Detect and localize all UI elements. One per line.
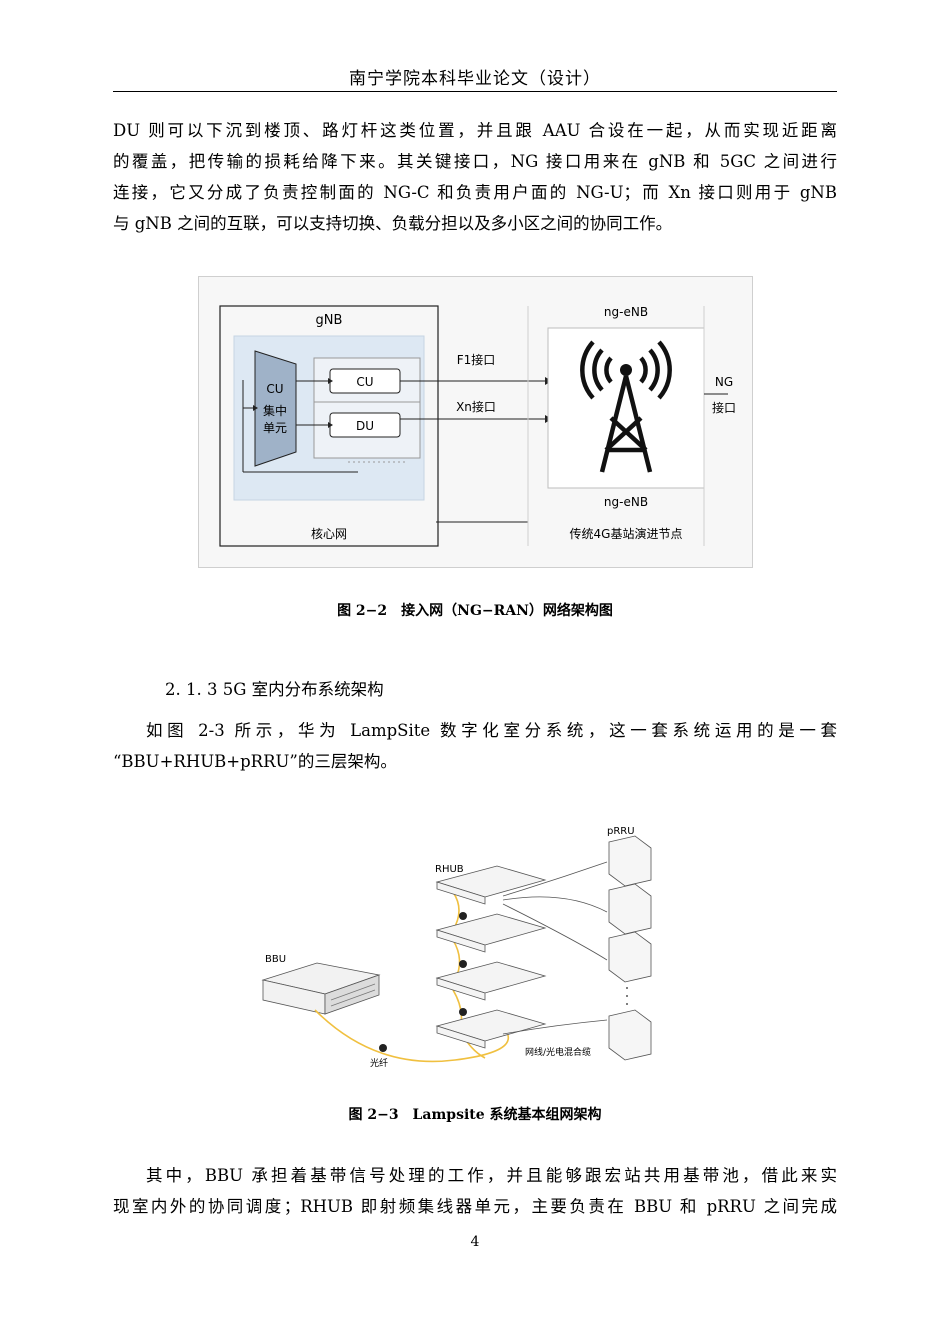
ng-ran-architecture-figure: gNB CU 集中 单元 CU DU 核心网 F1接口 Xn接口 ng-eNB … [198, 276, 753, 568]
header-rule [113, 91, 837, 92]
paragraph-2-line: 如图 2-3 所示，华为 LampSite 数字化室分系统，这一套系统运用的是一… [146, 721, 837, 740]
cable-label: 网线/光电混合缆 [525, 1046, 591, 1058]
figure-2-3-caption: 图 2−3 Lampsite 系统基本组网架构 [348, 1107, 602, 1123]
rhub-device-icon [435, 865, 547, 1049]
paragraph-3: 其中，BBU 承担着基带信号处理的工作，并且能够跟宏站共用基带池，借此来实 现室… [113, 1160, 837, 1222]
antenna-tower-icon [580, 340, 672, 473]
figure-2-2-caption: 图 2−2 接入网（NG−RAN）网络架构图 [337, 603, 613, 619]
paragraph-3-line: 现室内外的协同调度；RHUB 即射频集线器单元，主要负责在 BBU 和 pRRU… [113, 1197, 837, 1216]
lampsite-network-figure: BBU 光纤 RHUB 网线/光电混合缆 pRRU [261, 826, 652, 1069]
f1-interface-label: F1接口 [457, 352, 496, 367]
paragraph-3-line: 其中，BBU 承担着基带信号处理的工作，并且能够跟宏站共用基带池，借此来实 [146, 1166, 837, 1185]
ng-enb-bottom-label: ng-eNB [604, 495, 648, 509]
prru-label: pRRU [607, 826, 635, 837]
fiber-label: 光纤 [370, 1057, 388, 1069]
paragraph-2: 如图 2-3 所示，华为 LampSite 数字化室分系统，这一套系统运用的是一… [113, 715, 837, 777]
bbu-device-icon [261, 962, 381, 1015]
paragraph-1-line: 的覆盖，把传输的损耗给降下来。其关键接口，NG 接口用来在 gNB 和 5GC … [113, 152, 837, 171]
prru-device-icon [608, 835, 652, 1061]
evolved-node-label: 传统4G基站演进节点 [570, 526, 683, 541]
gnb-label: gNB [316, 313, 343, 328]
xn-interface-label: Xn接口 [456, 399, 496, 414]
ng-label-line2: 接口 [712, 400, 736, 415]
paragraph-1-line: 与 gNB 之间的互联，可以支持切换、负载分担以及多小区之间的协同工作。 [113, 214, 673, 233]
cu-unit-line2: 单元 [263, 421, 287, 435]
bbu-label: BBU [265, 954, 286, 965]
rhub-label: RHUB [435, 864, 464, 875]
section-heading: 2. 1. 3 5G 室内分布系统架构 [165, 680, 384, 699]
ng-enb-top-label: ng-eNB [604, 305, 648, 319]
paragraph-1: DU 则可以下沉到楼顶、路灯杆这类位置，并且跟 AAU 合设在一起，从而实现近距… [113, 115, 837, 239]
ng-label-line1: NG [715, 375, 733, 389]
paragraph-1-line: 连接，它又分成了负责控制面的 NG-C 和负责用户面的 NG-U；而 Xn 接口… [113, 183, 837, 202]
du-box-label: DU [356, 419, 374, 433]
cu-box-label: CU [356, 375, 373, 389]
paragraph-2-line: “BBU+RHUB+pRRU”的三层架构。 [113, 752, 397, 771]
page-number: 4 [470, 1234, 480, 1250]
cu-unit-line1: 集中 [263, 403, 287, 418]
core-network-label: 核心网 [311, 527, 347, 541]
paragraph-1-line: DU 则可以下沉到楼顶、路灯杆这类位置，并且跟 AAU 合设在一起，从而实现近距… [113, 121, 837, 140]
cu-trapezoid-label: CU [266, 382, 283, 396]
page-header: 南宁学院本科毕业论文（设计） [349, 69, 601, 89]
